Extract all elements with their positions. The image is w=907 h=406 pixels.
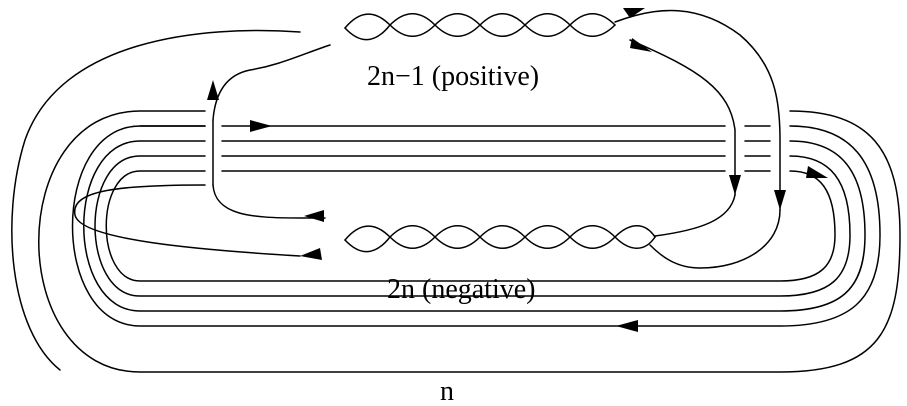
arrow-bottom-left-in: [304, 210, 324, 222]
right-arc-top-inner: [629, 39, 736, 196]
outer-left-arc: [11, 29, 301, 371]
bundle-strand-3: [94, 155, 851, 297]
bundle-count-label: n: [440, 376, 454, 406]
inner-left-arc-bottom: [212, 184, 326, 219]
bundle-strand-1: [71, 125, 881, 327]
right-arc-bottom-inner: [654, 194, 736, 237]
right-arc-bottom-outer: [649, 209, 781, 269]
bundle-strand-2: [83, 140, 866, 312]
inner-left-arc-top: [212, 44, 331, 121]
bottom-twist-strand-a: [344, 225, 656, 249]
top-twist-strand-b: [344, 13, 616, 41]
arrow-bundle-top: [250, 120, 272, 132]
bottom-twist-label: 2n (negative): [387, 274, 536, 305]
left-loop-to-bottom: [74, 184, 301, 257]
bottom-twist-region: [344, 225, 656, 253]
bundle-strand-4: [105, 170, 836, 282]
orientation-arrows: [207, 8, 828, 332]
arrow-bundle-right: [806, 166, 828, 178]
top-twist-region: [344, 13, 616, 41]
arrow-top-right-in: [630, 38, 652, 52]
right-arc-top-outer: [614, 9, 781, 211]
arrow-bundle-bottom: [616, 320, 638, 332]
bottom-twist-strand-b: [344, 225, 656, 253]
arrow-right-inner-down: [729, 175, 741, 195]
arrow-top-right-out: [623, 8, 645, 18]
arrow-bottom-left-out: [300, 248, 322, 260]
arrow-right-outer-down: [774, 190, 786, 210]
strand-bundle: [38, 110, 901, 373]
arrow-left-vertical: [207, 80, 219, 100]
bundle-strand-outer: [38, 110, 901, 373]
connecting-arcs: [11, 9, 781, 371]
top-twist-label: 2n−1 (positive): [367, 61, 539, 92]
